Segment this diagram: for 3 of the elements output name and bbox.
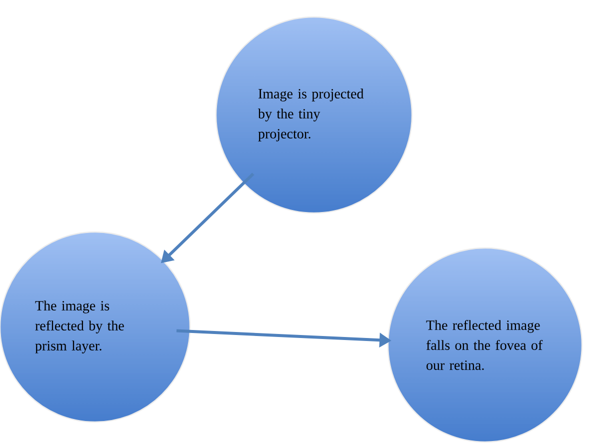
circle-node: Image is projected by the tiny projector.: [215, 16, 413, 214]
circle-node: The reflected image falls on the fovea of our retina.: [387, 247, 583, 443]
circle-node: The image is reflected by the prism layer.: [0, 231, 191, 423]
